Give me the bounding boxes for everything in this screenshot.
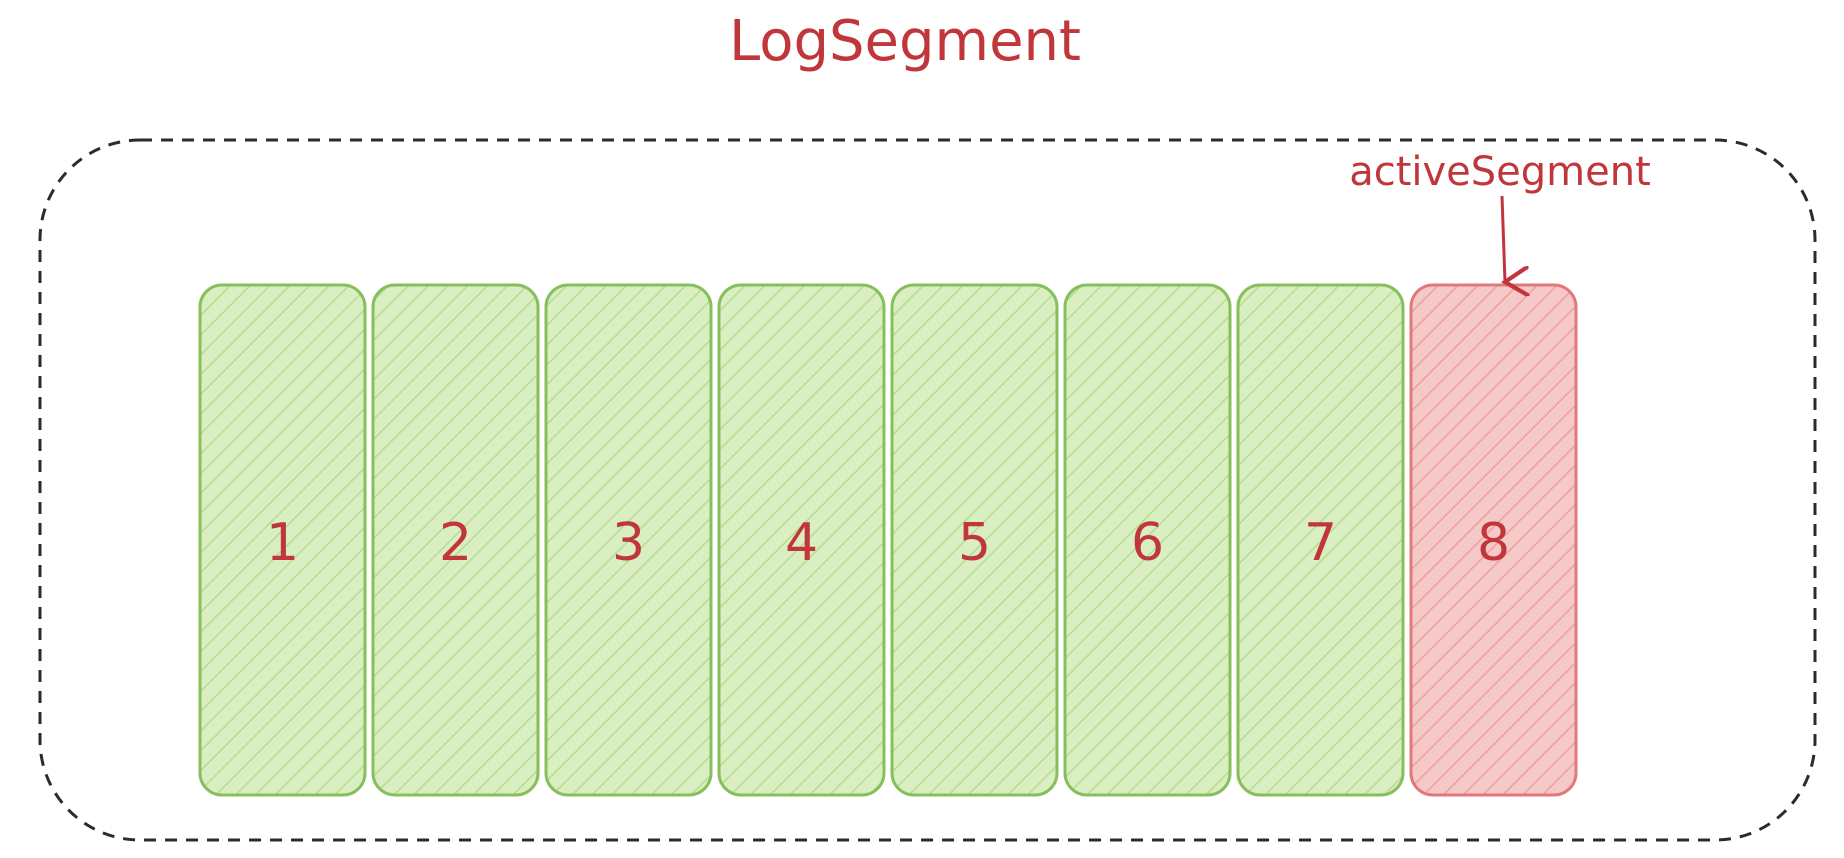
log-segment-container: [38, 138, 1817, 842]
segment-box: [544, 283, 713, 797]
diagram-title: LogSegment: [729, 9, 1081, 74]
segment-number-label: 4: [785, 513, 818, 573]
segment-number-label: 1: [266, 513, 299, 573]
active-segment-box: [1409, 283, 1578, 797]
segment-number-label: 2: [439, 513, 472, 573]
segment-number-label: 6: [1131, 513, 1164, 573]
segment-box: [717, 283, 886, 797]
segment-number-label: 5: [958, 513, 991, 573]
segment-box: [1236, 283, 1405, 797]
segment-box: [1063, 283, 1232, 797]
active-segment-label: activeSegment: [1349, 149, 1651, 195]
segment-number-label: 3: [612, 513, 645, 573]
segment-box: [198, 283, 367, 797]
active-segment-arrow: [1500, 195, 1505, 282]
segment-number-label: 7: [1304, 513, 1337, 573]
segments-group: 1 2 3 4 5 6 7 8: [198, 283, 1578, 797]
segment-box: [371, 283, 540, 797]
segment-number-label: 8: [1477, 513, 1510, 573]
segment-box: [890, 283, 1059, 797]
